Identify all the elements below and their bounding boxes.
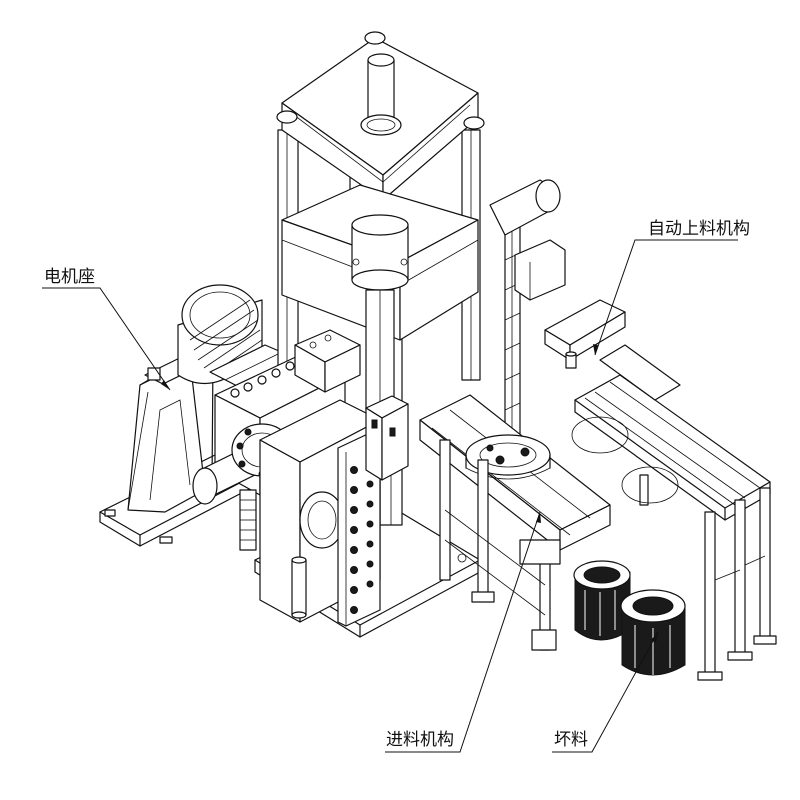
callout-label-feed-mechanism: 进料机构 <box>386 730 454 750</box>
blank-coils <box>573 560 686 676</box>
upper-crosshead <box>281 184 479 411</box>
callout-feed-mechanism: 进料机构 <box>385 511 541 753</box>
auto-loader-mechanism <box>489 179 777 681</box>
callout-label-motor-base: 电机座 <box>44 267 95 287</box>
die-block <box>365 395 409 481</box>
callout-blank-material: 坏料 <box>552 631 659 753</box>
callout-label-blank-material: 坏料 <box>554 730 588 750</box>
callout-label-auto-loader: 自动上料机构 <box>648 219 750 239</box>
feed-mechanism <box>419 394 611 651</box>
callout-auto-loader: 自动上料机构 <box>593 219 750 356</box>
callout-motor-base: 电机座 <box>42 267 171 391</box>
